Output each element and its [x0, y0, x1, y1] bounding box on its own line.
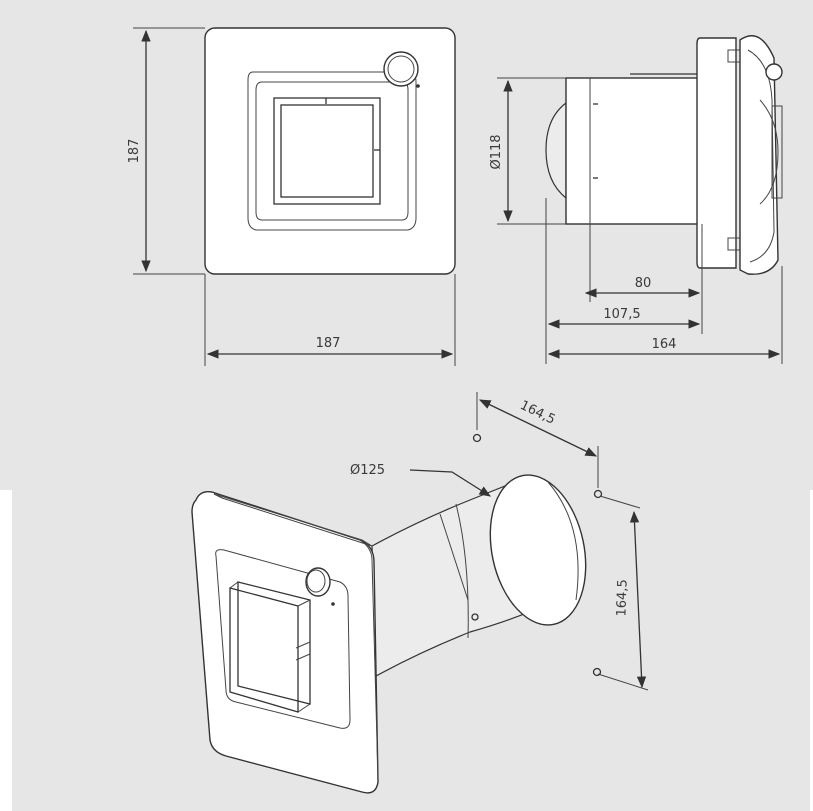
front-switch-inner	[280, 104, 374, 198]
iso-side-label: 164,5	[614, 579, 630, 617]
front-knob-icon	[383, 51, 419, 87]
front-height-dimension: 187	[127, 27, 205, 275]
front-height-label: 187	[127, 139, 142, 164]
iso-side-dimension: 164,5	[592, 495, 649, 691]
iso-front-plate	[191, 490, 379, 794]
front-width-dimension: 187	[204, 274, 456, 366]
side-depth-107-label: 107,5	[603, 307, 640, 322]
duct-diameter-callout: Ø125	[350, 463, 491, 497]
side-depth-dimensions: 80 107,5 164	[545, 198, 783, 364]
side-motor-body	[565, 77, 703, 225]
iso-inner-panel	[215, 549, 351, 729]
side-view	[545, 35, 783, 275]
side-diameter-dimension: Ø118	[489, 77, 566, 225]
side-total-label: 164	[652, 337, 677, 352]
duct-diameter-label: Ø125	[350, 463, 385, 478]
side-front-plate	[696, 37, 737, 269]
front-switch-outer	[273, 97, 381, 205]
side-depth-80-label: 80	[635, 276, 652, 291]
side-dome	[545, 101, 567, 200]
front-width-label: 187	[316, 336, 341, 351]
isometric-view	[191, 474, 587, 794]
side-diameter-label: Ø118	[489, 134, 504, 169]
front-view	[204, 27, 456, 275]
side-knob-icon	[765, 63, 783, 81]
iso-duct-opening	[489, 474, 587, 626]
side-cover	[739, 35, 779, 275]
